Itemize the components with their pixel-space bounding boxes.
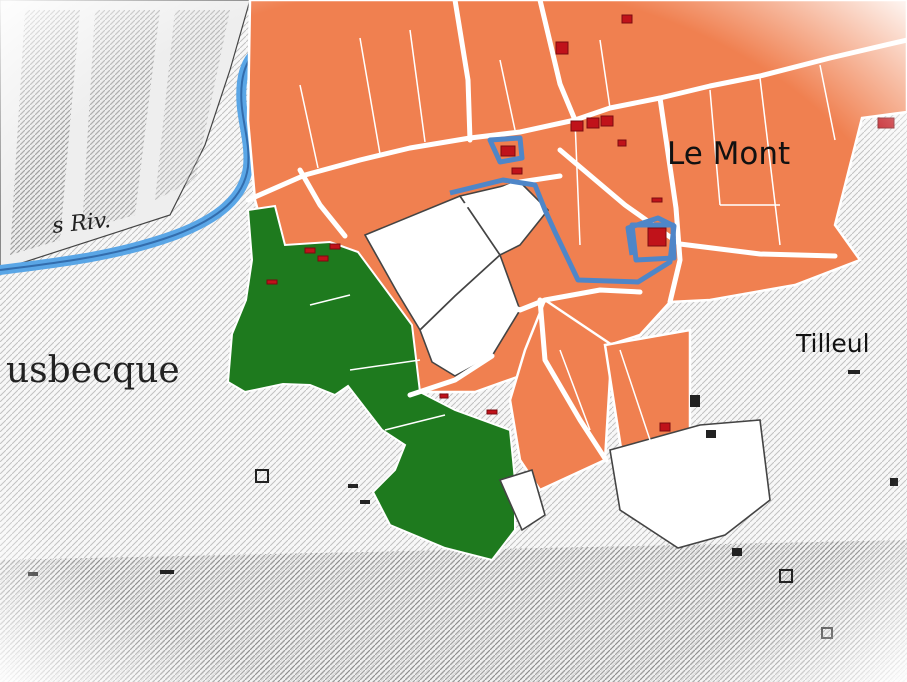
label-river: s Riv. — [51, 208, 112, 239]
label-village: usbecque — [6, 350, 180, 391]
map-labels: Le Mont Tilleul s Riv. usbecque — [6, 136, 870, 391]
label-le-mont: Le Mont — [667, 136, 790, 172]
label-tilleul: Tilleul — [795, 329, 870, 358]
